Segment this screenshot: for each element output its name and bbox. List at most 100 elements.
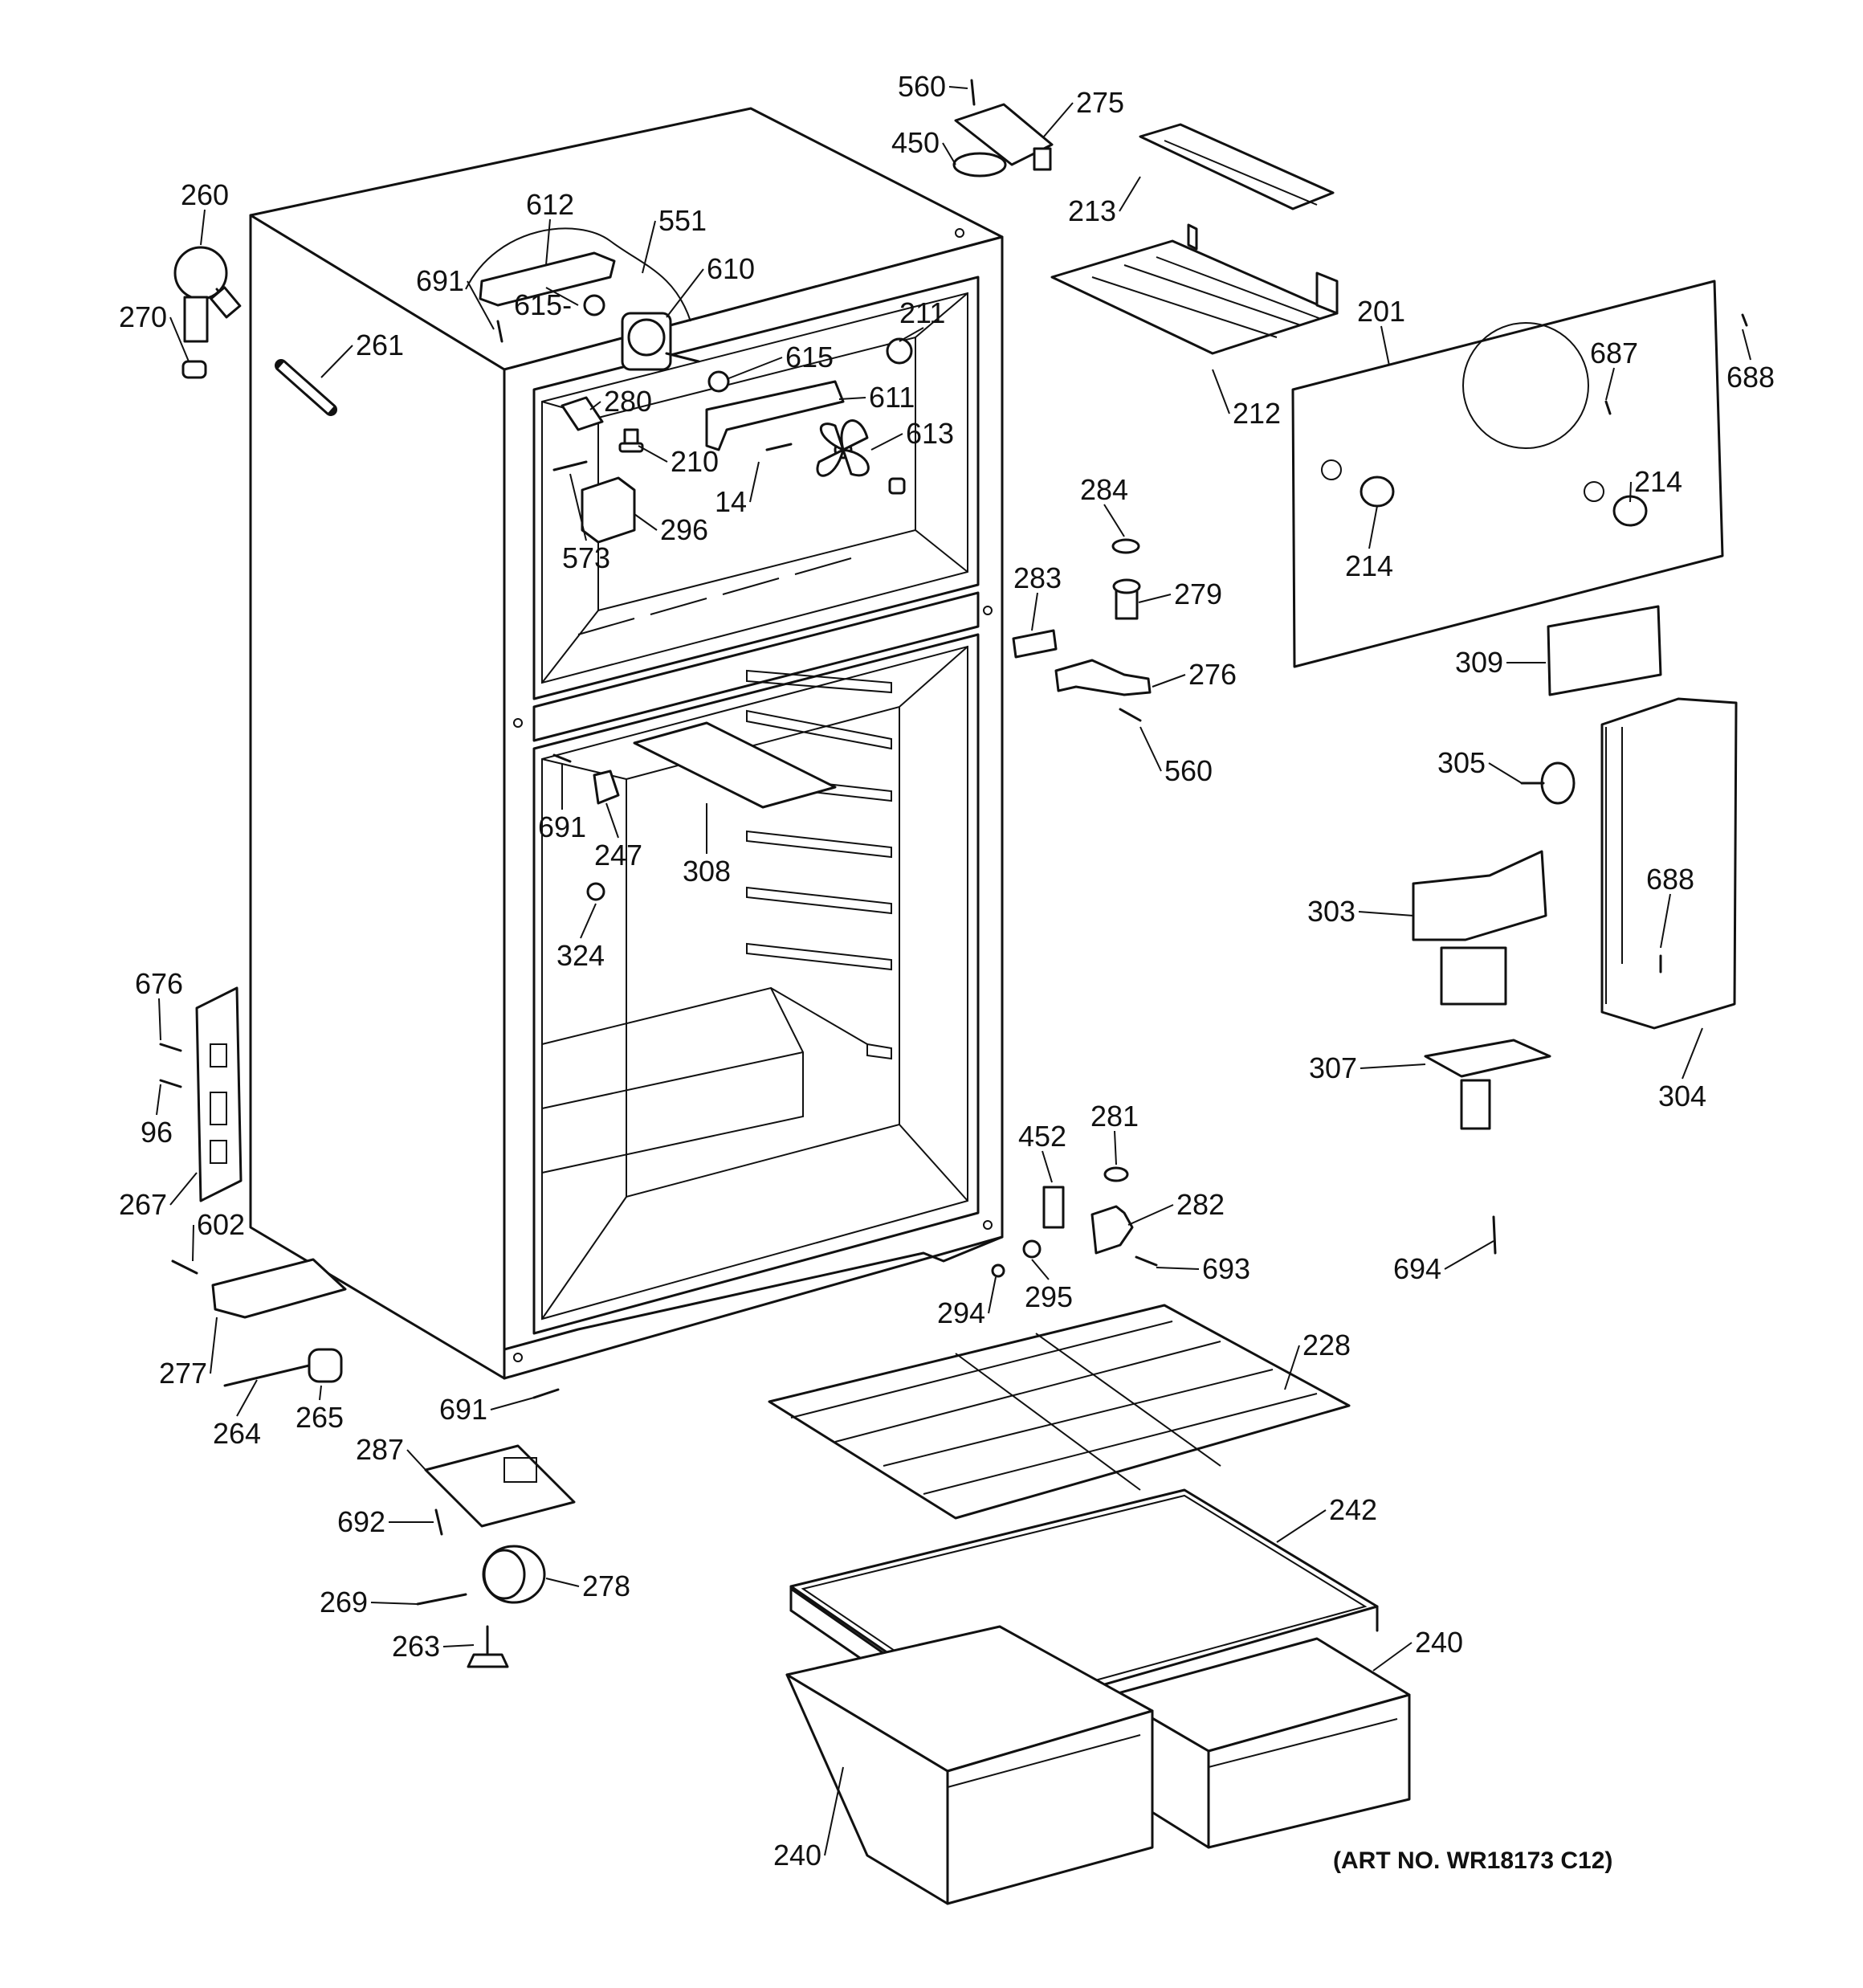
callout-602: 602	[197, 1208, 245, 1241]
leader-694	[1444, 1240, 1494, 1270]
leader-265	[319, 1385, 322, 1401]
leader-452	[1042, 1150, 1053, 1183]
callout-212: 212	[1233, 397, 1281, 430]
middle-parts	[552, 79, 1339, 1278]
callout-287: 287	[356, 1433, 404, 1466]
callout-615b: 615	[785, 341, 834, 374]
leader-280	[589, 401, 601, 410]
callout-610: 610	[707, 252, 755, 285]
callout-260: 260	[181, 178, 229, 211]
callout-228: 228	[1302, 1329, 1351, 1361]
leader-287	[406, 1449, 426, 1471]
leader-240b	[824, 1766, 844, 1856]
callout-240a: 240	[1415, 1626, 1463, 1659]
leader-210	[638, 445, 668, 463]
callout-213: 213	[1068, 194, 1116, 227]
leader-276	[1152, 674, 1186, 688]
leader-610	[666, 268, 704, 318]
callout-676: 676	[135, 967, 183, 1000]
callout-694: 694	[1393, 1252, 1441, 1285]
leader-296	[634, 513, 658, 531]
leader-213	[1119, 176, 1141, 212]
leader-324	[580, 903, 597, 939]
callout-283: 283	[1013, 561, 1062, 594]
leader-304	[1682, 1027, 1703, 1080]
callout-240b: 240	[773, 1839, 821, 1872]
callout-214b: 214	[1634, 465, 1682, 498]
leader-693	[1156, 1267, 1200, 1270]
leader-560b	[1139, 726, 1162, 772]
leader-295	[1031, 1259, 1050, 1280]
callout-613: 613	[906, 417, 954, 450]
leader-611	[838, 397, 866, 400]
art-number-label: (ART NO. WR18173 C12)	[1333, 1847, 1613, 1874]
leader-267	[169, 1172, 198, 1206]
leader-450	[942, 142, 956, 165]
callout-295: 295	[1025, 1280, 1073, 1313]
leader-691c	[490, 1397, 535, 1410]
leader-281	[1114, 1130, 1117, 1165]
callout-688b: 688	[1646, 863, 1694, 896]
leader-307	[1360, 1063, 1426, 1069]
leader-688a	[1742, 329, 1751, 361]
callout-452: 452	[1018, 1120, 1066, 1153]
leader-602	[192, 1224, 194, 1262]
callout-691b: 691	[538, 810, 586, 843]
leader-612	[545, 218, 551, 266]
callout-294: 294	[937, 1296, 985, 1329]
shelves-and-bins	[768, 1304, 1411, 1905]
callout-691a: 691	[416, 264, 464, 297]
leader-277	[210, 1316, 218, 1374]
callout-296: 296	[660, 513, 708, 546]
leader-691a	[467, 280, 495, 330]
leader-615b	[726, 357, 783, 380]
callout-688a: 688	[1726, 361, 1775, 394]
callout-261: 261	[356, 329, 404, 361]
leader-551	[642, 220, 656, 274]
callout-263: 263	[392, 1630, 440, 1663]
leader-278	[545, 1578, 580, 1587]
leader-212	[1212, 369, 1230, 414]
leader-573	[569, 473, 587, 541]
callout-573: 573	[562, 541, 610, 574]
right-parts	[1291, 280, 1748, 1255]
callout-247: 247	[594, 839, 642, 872]
callout-615a: 615-	[514, 288, 572, 321]
callout-282: 282	[1176, 1188, 1225, 1221]
callout-307: 307	[1309, 1051, 1357, 1084]
leader-270	[169, 316, 190, 362]
leader-201	[1380, 325, 1390, 366]
leader-615a	[545, 287, 579, 306]
callout-270: 270	[119, 300, 167, 333]
callout-284: 284	[1080, 473, 1128, 506]
callout-14: 14	[715, 485, 747, 518]
callout-612: 612	[526, 188, 574, 221]
leader-260	[200, 209, 206, 246]
callout-687: 687	[1590, 337, 1638, 369]
callout-leaders	[156, 86, 1751, 1856]
callout-308: 308	[683, 855, 731, 888]
leader-247	[605, 802, 619, 839]
leader-294	[988, 1276, 997, 1314]
leader-687	[1605, 367, 1615, 401]
callout-280: 280	[604, 385, 652, 418]
leader-240a	[1372, 1642, 1413, 1672]
callout-304: 304	[1658, 1080, 1706, 1112]
leader-676	[158, 998, 161, 1041]
callout-281: 281	[1090, 1100, 1139, 1133]
callout-551: 551	[658, 204, 707, 237]
callout-267: 267	[119, 1188, 167, 1221]
leader-283	[1031, 592, 1038, 631]
leader-214a	[1368, 505, 1378, 549]
leader-214b	[1629, 481, 1632, 503]
callout-560a: 560	[898, 70, 946, 103]
callout-450: 450	[891, 126, 940, 159]
callout-324: 324	[556, 939, 605, 972]
callout-265: 265	[296, 1401, 344, 1434]
leader-96	[156, 1084, 161, 1116]
callout-305: 305	[1437, 746, 1486, 779]
left-parts	[159, 246, 576, 1668]
leader-275	[1043, 102, 1074, 137]
